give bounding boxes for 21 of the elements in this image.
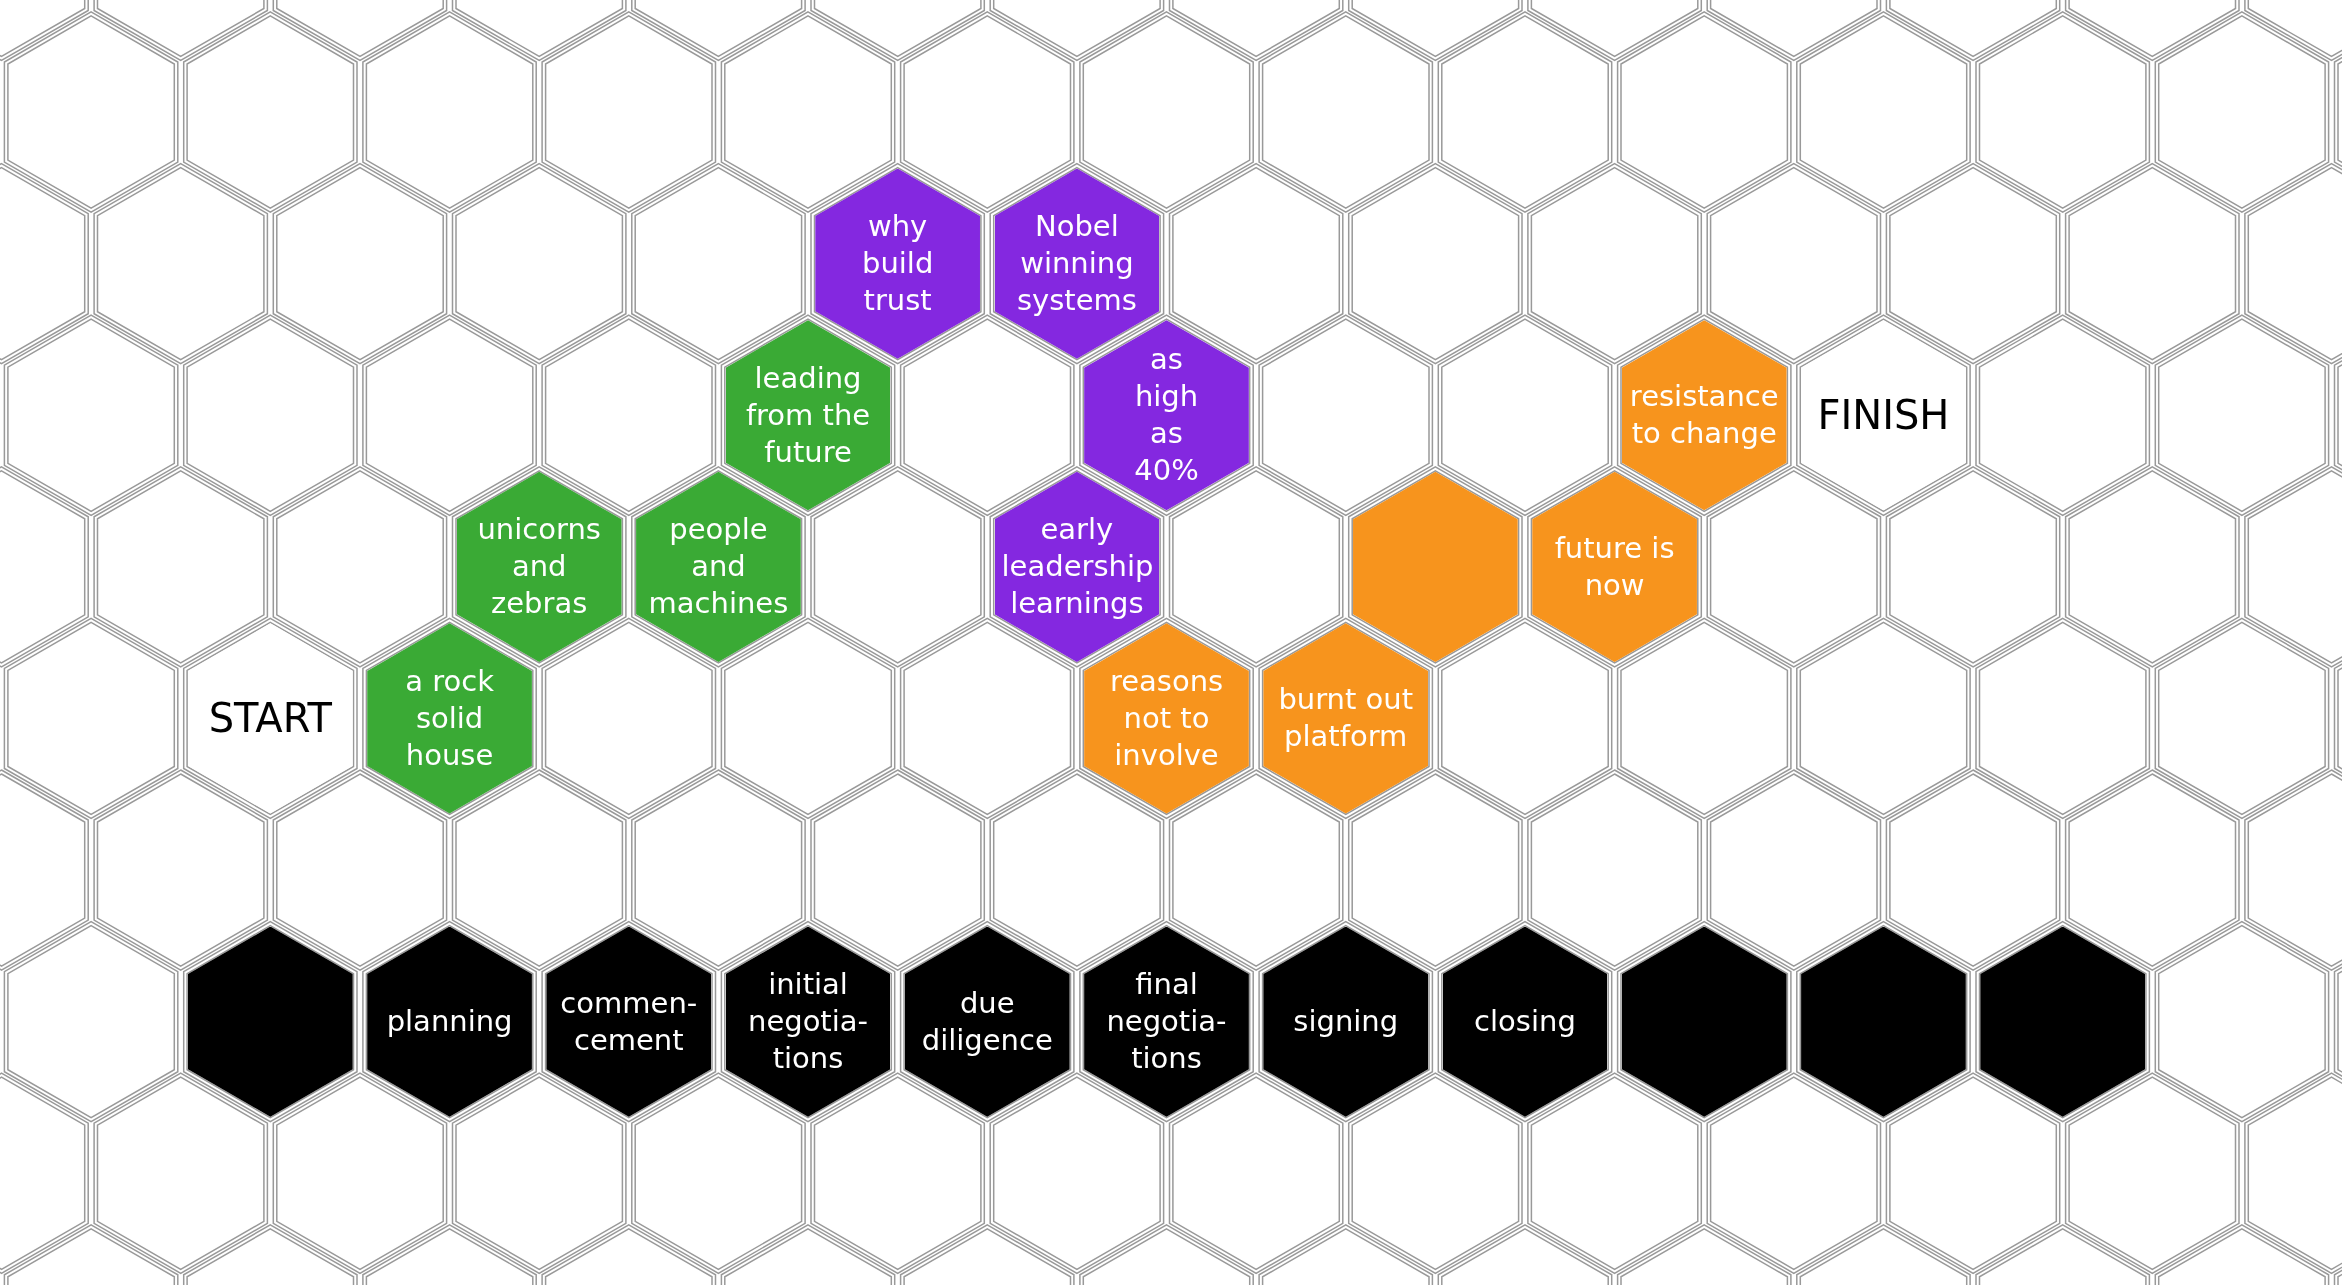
tile-label: leading from the future	[744, 359, 872, 471]
tile-label: resistance to change	[1628, 378, 1780, 453]
tile-label: Nobel winning systems	[1015, 207, 1138, 320]
tile-label: early leadership learnings	[1001, 511, 1153, 623]
tile-label: due diligence	[920, 984, 1054, 1059]
tile-label: burnt out platform	[1277, 681, 1415, 756]
tile-label: as high as 40%	[1133, 341, 1200, 490]
tile-label: unicorns and zebras	[476, 511, 602, 623]
board-marker-text: START	[208, 693, 333, 743]
tile-label: final negotia-tions	[1105, 965, 1228, 1078]
tile-label: planning	[386, 1003, 513, 1041]
tile-label: why build trust	[861, 207, 935, 320]
tile-label: commen-cement	[559, 984, 699, 1059]
tile-label: reasons not to involve	[1108, 662, 1225, 774]
tile-label: signing	[1293, 1003, 1399, 1041]
tile-label: a rock solid house	[404, 662, 495, 774]
tile-label: future is now	[1553, 529, 1676, 604]
tile-label: closing	[1474, 1003, 1576, 1041]
board-marker-text: FINISH	[1817, 390, 1950, 440]
tile-label: initial negotia-tions	[747, 965, 870, 1078]
tile-label: people and machines	[647, 511, 790, 623]
